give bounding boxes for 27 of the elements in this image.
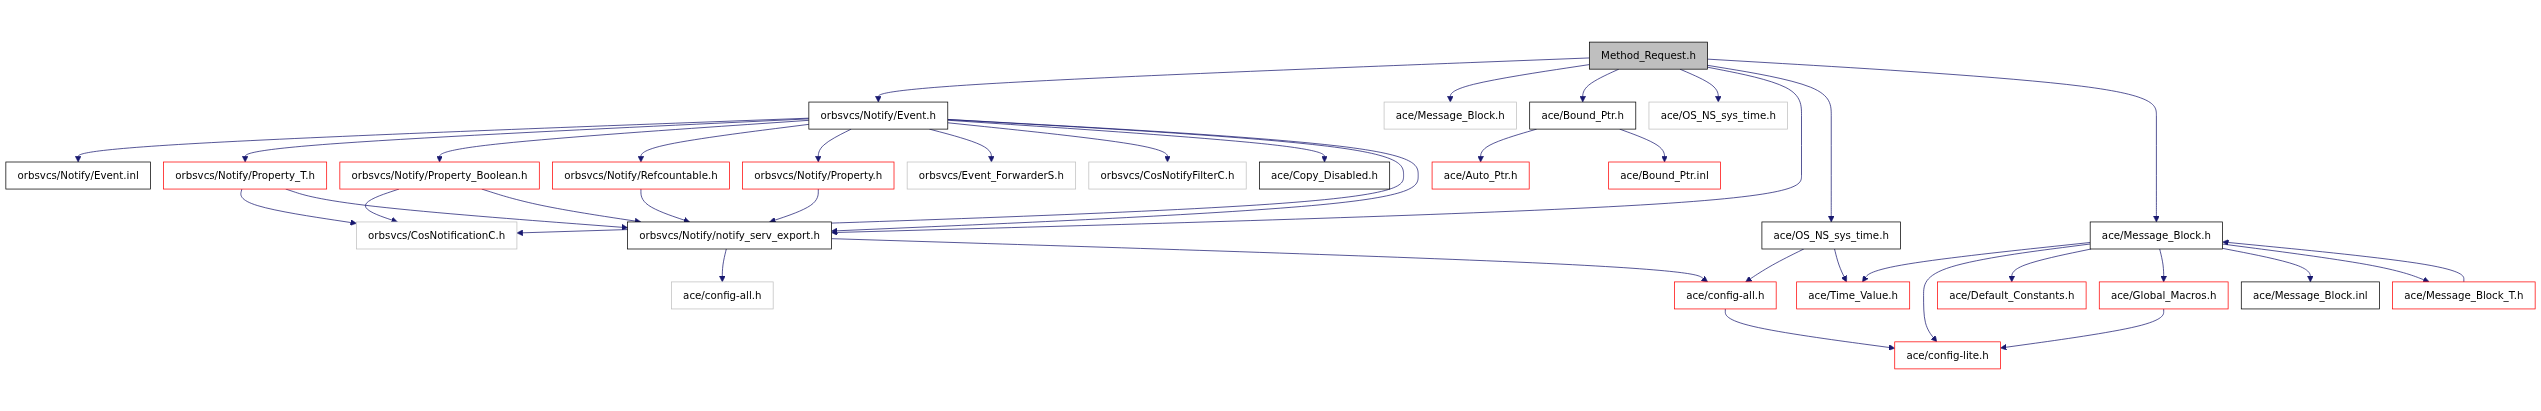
node-box: orbsvcs/Notify/Event.h (808, 101, 949, 130)
node-box: ace/Message_Block_T.h (2392, 281, 2536, 310)
node-box: ace/OS_NS_sys_time.h (1761, 221, 1901, 250)
node-box: ace/Auto_Ptr.h (1431, 161, 1530, 190)
node-box: orbsvcs/Notify/Property.h (742, 161, 895, 190)
node-box: ace/Message_Block.h (1383, 101, 1517, 130)
node-box: ace/Copy_Disabled.h (1259, 161, 1391, 190)
node-box: orbsvcs/Notify/Property_Boolean.h (339, 161, 540, 190)
node-box: Method_Request.h (1589, 41, 1708, 70)
node-box: orbsvcs/Notify/Property_T.h (163, 161, 328, 190)
node-box: ace/config-all.h (1674, 281, 1777, 310)
node-box: orbsvcs/Notify/notify_serv_export.h (627, 221, 832, 250)
node-box: ace/OS_NS_sys_time.h (1648, 101, 1788, 130)
node-box: orbsvcs/Notify/Event.inl (5, 161, 151, 190)
node-box: ace/Bound_Ptr.h (1529, 101, 1637, 130)
node-box: ace/Time_Value.h (1796, 281, 1911, 310)
node-box: ace/config-lite.h (1894, 341, 2001, 370)
node-box: ace/Global_Macros.h (2098, 281, 2229, 310)
node-box: orbsvcs/CosNotifyFilterC.h (1088, 161, 1247, 190)
node-box: orbsvcs/Event_ForwarderS.h (906, 161, 1077, 190)
node-box: ace/Message_Block.inl (2240, 281, 2380, 310)
node-box: ace/Bound_Ptr.inl (1608, 161, 1721, 190)
node-box: ace/Message_Block.h (2089, 221, 2223, 250)
node-box: ace/Default_Constants.h (1937, 281, 2087, 310)
node-box: ace/config-all.h (671, 281, 774, 310)
node-box: orbsvcs/CosNotificationC.h (356, 221, 518, 250)
node-box: orbsvcs/Notify/Refcountable.h (552, 161, 730, 190)
